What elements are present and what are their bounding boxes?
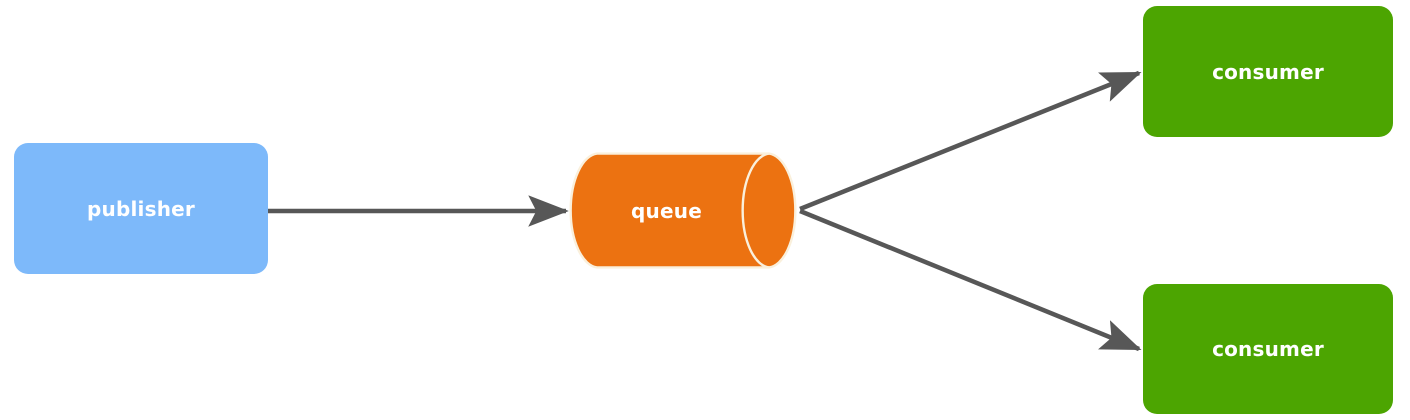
- node-consumer-2-label: consumer: [1212, 337, 1324, 361]
- node-publisher-label: publisher: [87, 196, 195, 221]
- cylinder-shape: [569, 152, 797, 269]
- node-queue[interactable]: queue: [568, 152, 798, 269]
- node-publisher[interactable]: publisher: [14, 143, 268, 274]
- node-consumer-2[interactable]: consumer: [1143, 284, 1393, 414]
- node-queue-label: queue: [631, 198, 702, 223]
- node-consumer-1-label: consumer: [1212, 59, 1324, 84]
- node-consumer-1[interactable]: consumer: [1143, 6, 1393, 137]
- edge-queue-to-consumer-1: [799, 70, 1142, 212]
- edge-queue-to-consumer-2: [799, 208, 1142, 352]
